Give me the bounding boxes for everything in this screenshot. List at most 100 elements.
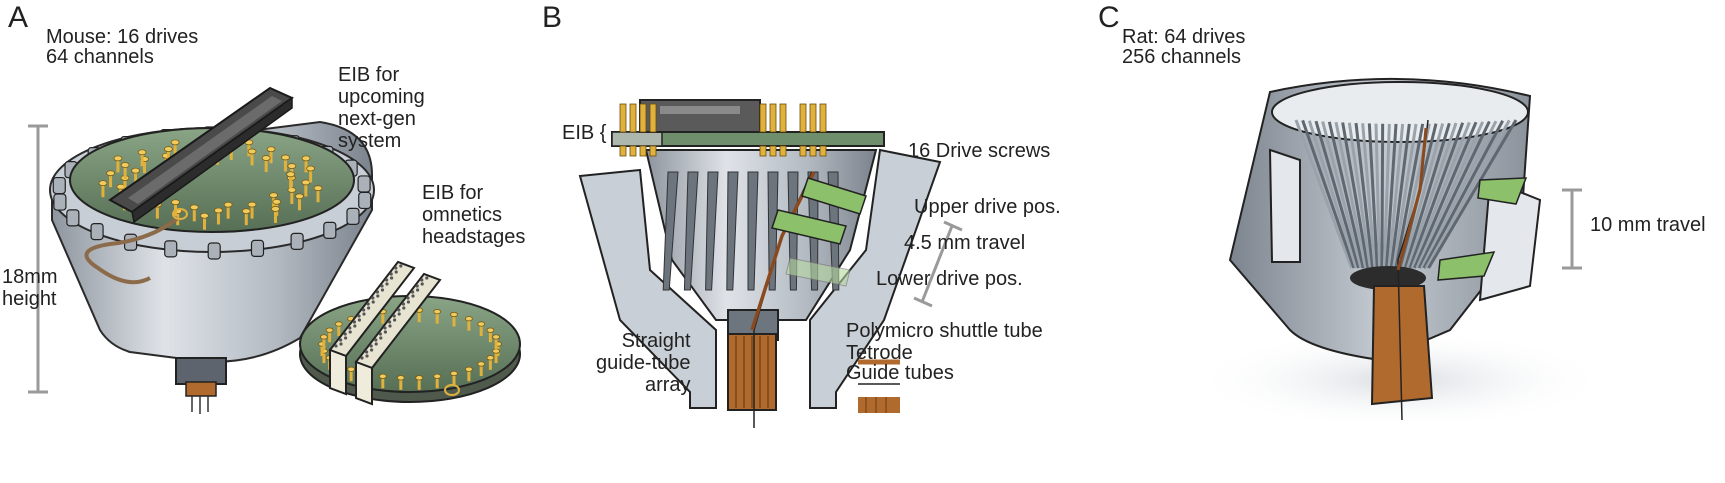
- gold-pin-head: [271, 206, 280, 212]
- gold-pin-head: [261, 155, 271, 161]
- gold-pin: [759, 103, 767, 133]
- drive-slat: [1392, 123, 1418, 269]
- gold-pin: [779, 103, 787, 133]
- drive-screw: [250, 239, 265, 258]
- drive-slot: [662, 171, 679, 291]
- drive-slat: [1406, 122, 1458, 269]
- gold-pin-head: [301, 179, 311, 186]
- omnetics-eib-drawing: [299, 260, 521, 406]
- gold-pin-head: [492, 348, 500, 354]
- gold-pin-head: [269, 192, 278, 199]
- rat-drive-slats: [1294, 119, 1518, 269]
- gold-pin-head: [477, 361, 486, 367]
- gold-pin: [639, 103, 647, 133]
- gold-pin-lower: [799, 145, 807, 157]
- mouse-shuttle-tube: [84, 216, 180, 285]
- drive-slat: [1294, 119, 1354, 269]
- drive-slat: [1387, 123, 1405, 269]
- gold-pin-head: [287, 163, 297, 169]
- drive-slot: [726, 171, 739, 291]
- drive-slat: [1417, 120, 1491, 269]
- gold-pin-lower: [649, 145, 657, 157]
- gold-pin-head: [486, 327, 495, 333]
- connector-hole: [383, 330, 387, 334]
- drive-screw: [358, 191, 372, 210]
- gold-pin: [649, 103, 657, 133]
- connector-hole: [411, 290, 415, 294]
- gold-pin-head: [306, 165, 316, 172]
- gold-pin: [819, 103, 827, 133]
- connector-hole: [339, 338, 343, 342]
- connector-hole: [394, 270, 398, 274]
- gold-pin-head: [266, 146, 276, 153]
- drive-slat: [1327, 121, 1365, 269]
- connector-hole: [380, 288, 384, 292]
- drive-screw: [346, 207, 360, 225]
- gold-pin-head: [301, 155, 311, 162]
- gold-pin-head: [492, 334, 500, 340]
- drive-slat: [1321, 121, 1363, 269]
- drive-slat: [1422, 120, 1504, 269]
- connector-hole: [369, 344, 373, 348]
- lower-drive-label: Lower drive pos.: [876, 268, 1023, 290]
- drive-slot: [747, 171, 759, 291]
- connector-hole: [393, 318, 397, 322]
- gold-pin-lower: [819, 145, 827, 157]
- panel-c-title-line2: 256 channels: [1122, 46, 1241, 68]
- drive-slat: [1380, 123, 1385, 269]
- panel-a-title-line2: 64 channels: [46, 46, 154, 68]
- connector-hole: [375, 290, 379, 294]
- panel-c-title-line1: Rat: 64 drives: [1122, 26, 1246, 48]
- drive-slat: [1367, 123, 1379, 269]
- drive-slat: [1413, 121, 1478, 269]
- guide-array-label: Straight guide-tube array: [596, 330, 691, 396]
- drive-slat: [1427, 119, 1518, 269]
- connector-hole: [388, 324, 392, 328]
- rat-guide-bundle: [1370, 285, 1434, 406]
- connector-hole: [416, 288, 420, 292]
- connector-hole: [420, 282, 424, 286]
- gold-pin-head: [464, 366, 473, 372]
- drive-screw: [323, 221, 337, 239]
- gold-pin-lower: [809, 145, 817, 157]
- connector-hole: [394, 266, 398, 270]
- connector-hole: [380, 284, 384, 288]
- drive-screw: [164, 240, 178, 258]
- drive-screws-label: 16 Drive screws: [908, 140, 1051, 162]
- drive-slat: [1401, 123, 1445, 269]
- gold-pin-lower: [619, 145, 627, 157]
- connector-hole: [362, 312, 366, 316]
- panel-a-letter: A: [8, 1, 29, 34]
- drive-slat: [1389, 123, 1411, 269]
- drive-slat: [1361, 123, 1377, 269]
- gold-pin-head: [170, 139, 180, 146]
- gold-pin: [629, 103, 637, 133]
- connector-hole: [348, 326, 352, 330]
- gold-pin-head: [120, 162, 130, 168]
- drive-screw: [207, 242, 221, 260]
- gold-pin-head: [415, 375, 424, 381]
- connector-hole: [362, 308, 366, 312]
- gold-pin-head: [171, 199, 180, 206]
- drive-slot: [683, 171, 699, 291]
- connector-hole: [406, 296, 410, 300]
- drive-slat: [1307, 120, 1358, 269]
- rat-drive-body: [1228, 77, 1532, 362]
- drive-screw: [357, 175, 371, 193]
- connector-hole: [383, 326, 387, 330]
- gold-pin-head: [378, 373, 387, 379]
- gold-pin-head: [486, 355, 495, 361]
- gold-pin-head: [98, 180, 108, 187]
- gold-pin-head: [214, 207, 223, 214]
- connector-hole: [365, 354, 369, 358]
- gold-pin-lower: [769, 145, 777, 157]
- gold-pin-head: [131, 167, 140, 174]
- connector-hole: [366, 302, 370, 306]
- gold-pin-head: [433, 373, 442, 379]
- eib-nextgen-label: EIB for upcoming next-gen system: [338, 64, 425, 152]
- travel-scale-bar-c: [1562, 188, 1582, 270]
- drive-screw: [90, 223, 104, 241]
- connector-hole: [392, 314, 396, 318]
- panel-b-drawing: [578, 99, 963, 428]
